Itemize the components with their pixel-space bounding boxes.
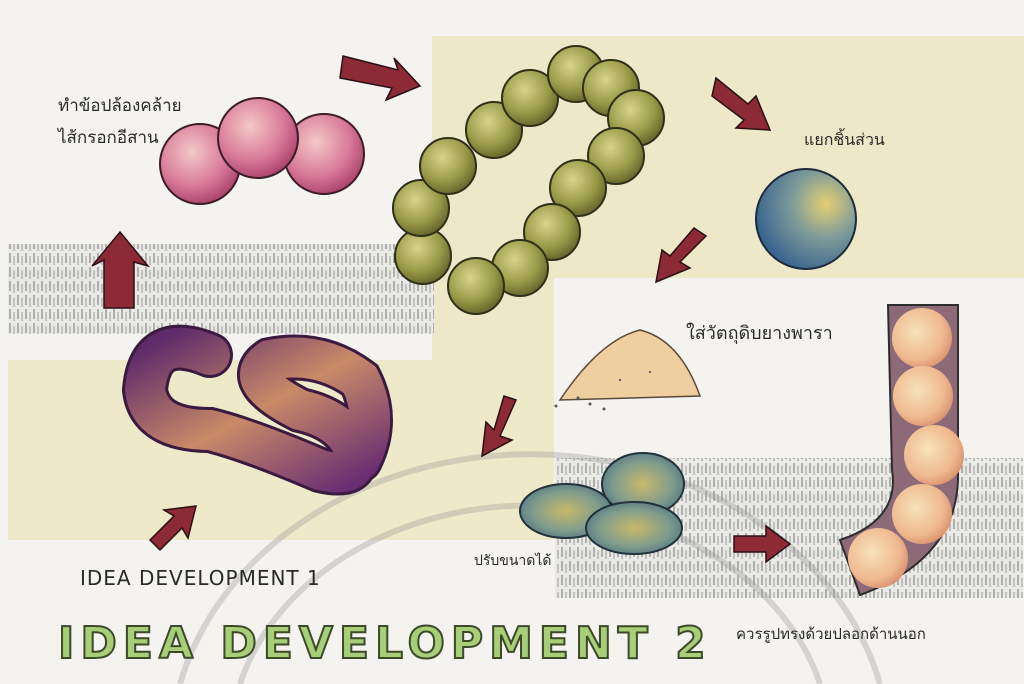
idea-development-1: IDEA DEVELOPMENT 1 [80, 566, 321, 590]
arrow-bottom-left [150, 506, 196, 550]
olive-sphere-chain [393, 46, 664, 314]
rubber-powder-pile [555, 330, 701, 411]
caption-fill: ใส่วัตถุดิบยางพารา [686, 318, 833, 347]
caption-shape: ควรรูปทรงด้วยปลอกด้านนอก [736, 622, 926, 646]
hatched-band-left [8, 244, 434, 334]
arrow-powder-down [482, 396, 516, 456]
arrow-top-center [340, 56, 420, 100]
purple-sausage-loop [145, 348, 370, 473]
blue-sphere [756, 169, 856, 269]
caption-top-line1: ทำข้อปล้องคล้าย [58, 92, 182, 119]
caption-adjust: ปรับขนาดได้ [474, 550, 552, 572]
arrow-mid-right [656, 228, 706, 282]
idea-development-2-title: IDEA DEVELOPMENT 2 [58, 618, 712, 669]
arrow-top-right [712, 78, 770, 130]
caption-separate: แยกชิ้นส่วน [804, 128, 885, 153]
caption-top-line2: ไส้กรอกอีสาน [58, 124, 159, 151]
pink-sphere-cluster [160, 98, 364, 204]
